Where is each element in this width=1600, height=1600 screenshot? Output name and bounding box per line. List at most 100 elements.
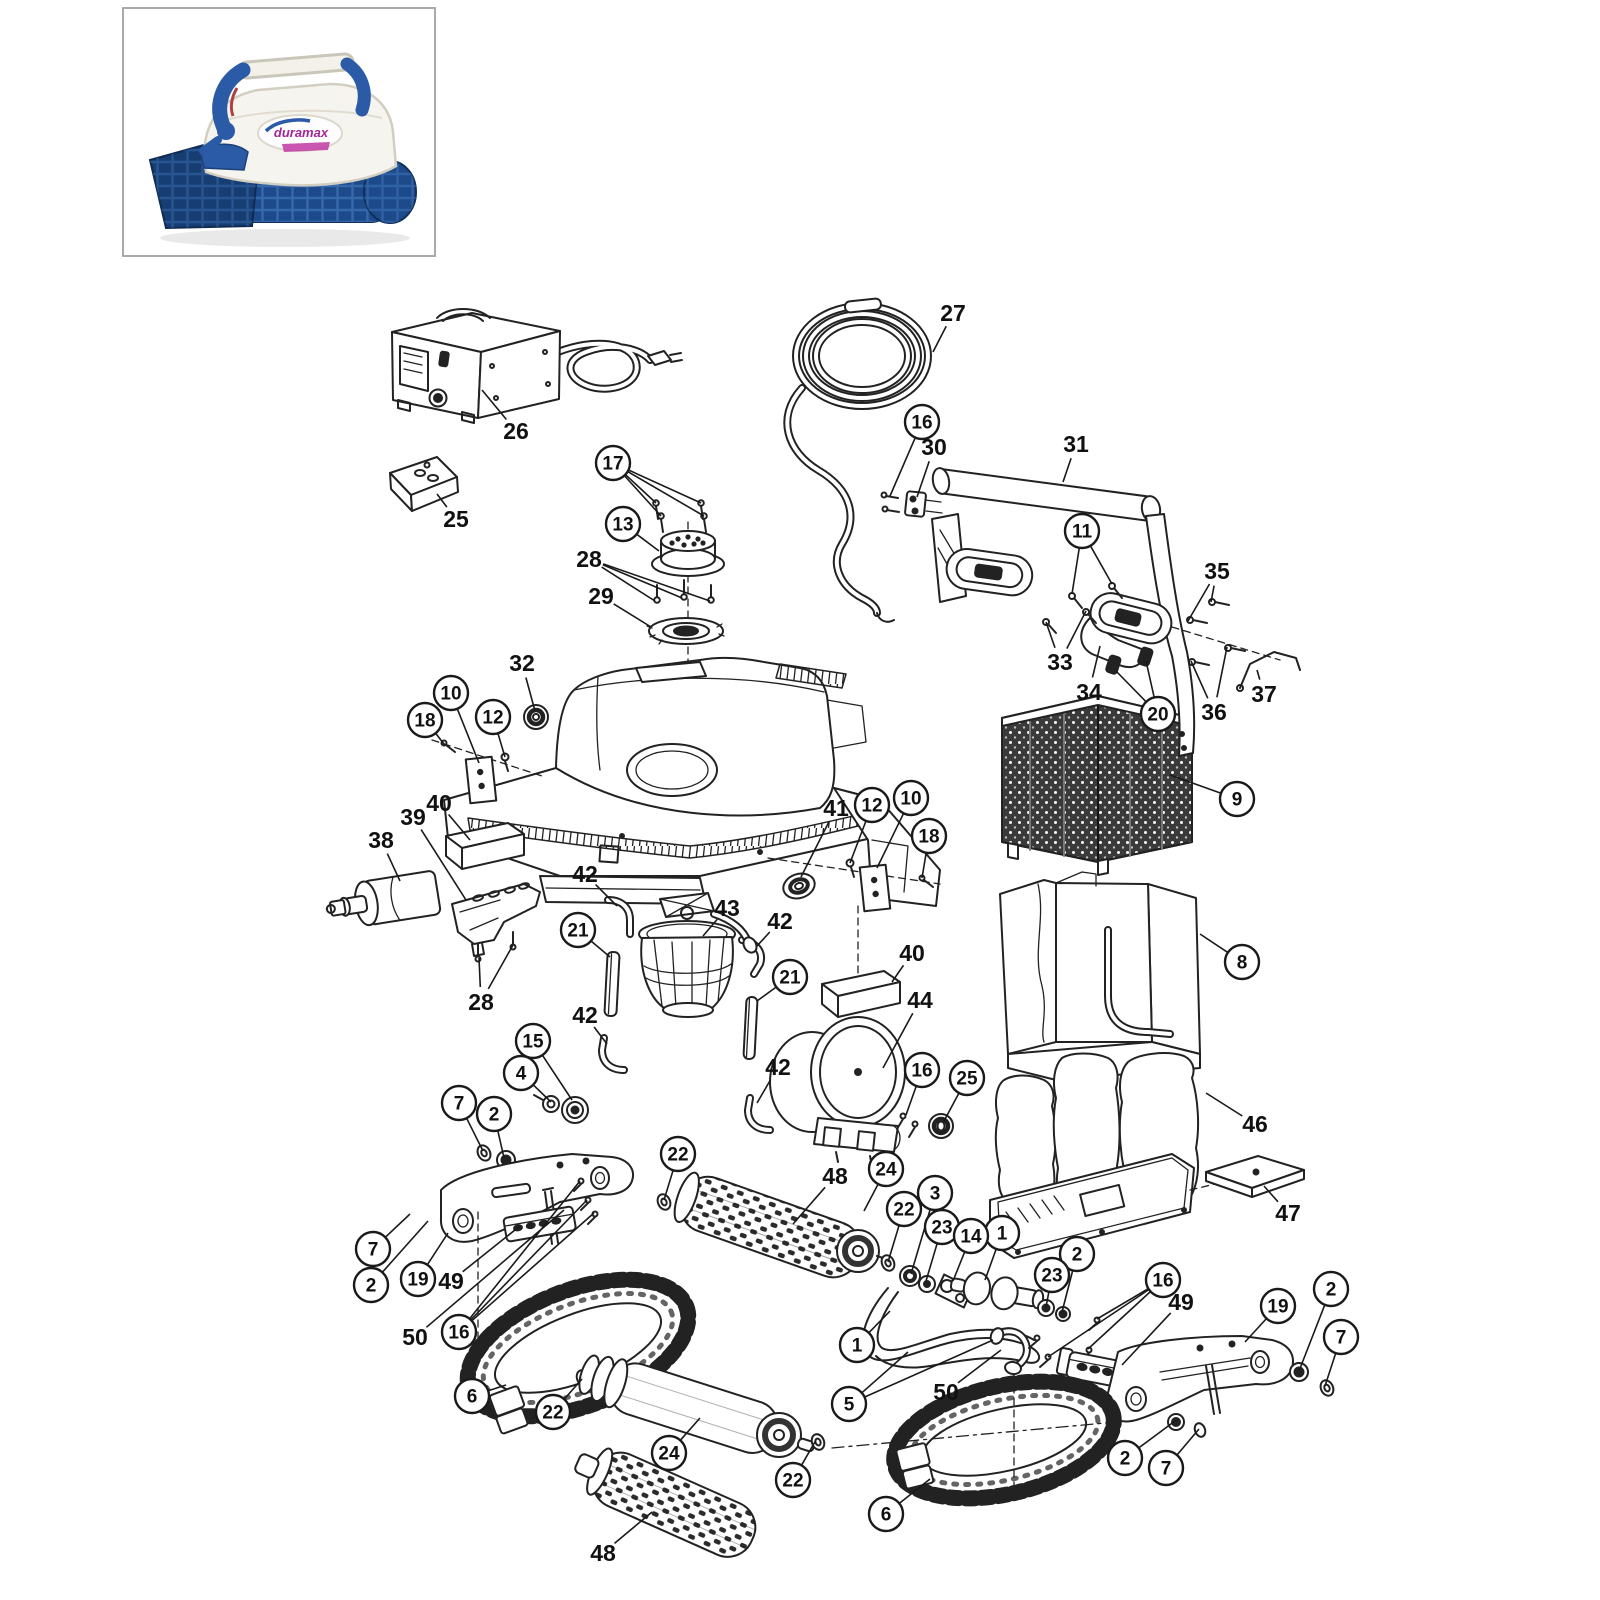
callout-balloon-24: 24 — [863, 1150, 905, 1212]
svg-text:37: 37 — [1251, 681, 1277, 707]
svg-text:27: 27 — [940, 300, 966, 326]
grommet-25 — [928, 1113, 954, 1139]
callout-balloon-22: 22 — [534, 1378, 583, 1431]
svg-text:16: 16 — [448, 1323, 469, 1344]
callout-balloon-10: 10 — [876, 779, 930, 869]
svg-text:2: 2 — [1072, 1245, 1083, 1266]
callout-label-43: 43 — [702, 895, 740, 937]
svg-text:25: 25 — [956, 1069, 978, 1090]
hoses-21 — [603, 950, 759, 1061]
callout-balloon-10: 10 — [432, 674, 480, 764]
bracket-screws-28-lower — [474, 931, 517, 963]
callout-label-47: 47 — [1263, 1185, 1301, 1226]
callout-balloon-2: 2 — [1106, 1420, 1176, 1477]
callout-balloon-6: 6 — [453, 1377, 507, 1415]
svg-text:7: 7 — [1336, 1328, 1347, 1349]
svg-text:20: 20 — [1147, 705, 1168, 726]
svg-text:26: 26 — [503, 418, 529, 444]
svg-text:30: 30 — [921, 434, 947, 460]
svg-text:12: 12 — [482, 708, 503, 729]
svg-text:2: 2 — [1120, 1449, 1131, 1470]
svg-text:7: 7 — [368, 1240, 379, 1261]
svg-text:40: 40 — [899, 940, 925, 966]
cap-screws-17 — [652, 499, 708, 533]
svg-text:38: 38 — [368, 827, 394, 853]
callout-label-42: 42 — [756, 908, 793, 947]
svg-text:1: 1 — [852, 1336, 863, 1357]
handle-accent — [229, 87, 239, 117]
callout-balloon-16: 16 — [440, 1180, 595, 1351]
svg-text:11: 11 — [1072, 522, 1093, 543]
svg-text:12: 12 — [861, 796, 882, 817]
callout-balloon-11: 11 — [1063, 512, 1113, 595]
power-supply-unit — [391, 308, 683, 424]
svg-text:29: 29 — [588, 583, 614, 609]
drive-motor-38 — [325, 870, 442, 927]
callout-balloon-17: 17 — [594, 444, 705, 517]
remote-control — [389, 456, 459, 512]
svg-text:42: 42 — [572, 861, 598, 887]
index-plate-right-10-12-18-41 — [767, 857, 941, 913]
callout-balloon-25: 25 — [943, 1059, 986, 1122]
pump-motor-44 — [769, 1016, 906, 1167]
svg-text:49: 49 — [438, 1268, 464, 1294]
svg-text:22: 22 — [782, 1471, 803, 1492]
callout-balloon-21: 21 — [756, 958, 809, 1002]
svg-text:32: 32 — [509, 650, 535, 676]
callout-balloon-15: 15 — [514, 1022, 573, 1101]
callout-label-32: 32 — [509, 650, 536, 712]
callout-balloon-16: 16 — [1047, 1261, 1182, 1358]
svg-text:9: 9 — [1232, 790, 1243, 811]
callout-balloon-2: 2 — [1058, 1235, 1096, 1313]
callout-balloon-12: 12 — [849, 786, 891, 864]
svg-text:24: 24 — [658, 1444, 680, 1465]
hose-elbow-50 — [989, 1327, 1031, 1376]
svg-text:47: 47 — [1275, 1200, 1301, 1226]
callout-balloon-18: 18 — [406, 701, 445, 745]
right-side-plate-19 — [1105, 1335, 1335, 1438]
svg-text:10: 10 — [900, 789, 921, 810]
svg-text:23: 23 — [931, 1218, 952, 1239]
callout-balloon-19: 19 — [1244, 1287, 1297, 1343]
callout-balloon-8: 8 — [1199, 933, 1261, 981]
svg-text:34: 34 — [1076, 679, 1102, 705]
svg-text:42: 42 — [765, 1054, 791, 1080]
callout-balloon-22: 22 — [659, 1135, 697, 1201]
callout-label-50: 50 — [933, 1349, 1002, 1405]
callout-balloon-22: 22 — [774, 1439, 817, 1499]
float-chamber-8 — [999, 871, 1201, 1081]
callout-label-26: 26 — [481, 389, 529, 444]
filter-screen-9 — [1001, 695, 1193, 876]
sponge-40-right — [821, 970, 901, 1018]
main-body-housing — [443, 656, 941, 907]
svg-text:48: 48 — [590, 1540, 616, 1566]
callout-balloon-19: 19 — [399, 1232, 449, 1298]
svg-text:19: 19 — [1267, 1297, 1288, 1318]
callout-label-40: 40 — [891, 940, 925, 983]
product-photo: duramax — [122, 7, 436, 257]
callout-balloon-13: 13 — [604, 505, 660, 552]
floating-cable-27 — [783, 297, 932, 623]
sponge-40-left — [445, 822, 525, 870]
callout-balloon-20: 20 — [1115, 660, 1177, 733]
svg-text:23: 23 — [1041, 1266, 1062, 1287]
svg-text:31: 31 — [1063, 431, 1089, 457]
callout-label-28: 28 — [576, 546, 711, 602]
robot-logo: duramax — [257, 114, 343, 152]
callout-label-39: 39 — [400, 804, 467, 901]
svg-text:42: 42 — [767, 908, 793, 934]
svg-text:36: 36 — [1201, 699, 1227, 725]
svg-text:40: 40 — [426, 790, 452, 816]
svg-text:24: 24 — [875, 1160, 897, 1181]
callout-label-49: 49 — [1121, 1289, 1194, 1366]
pump-screws-16 — [896, 1112, 919, 1138]
gasket-ring-29 — [646, 617, 725, 645]
handle-hardware-16-30 — [880, 490, 943, 518]
svg-text:2: 2 — [366, 1276, 377, 1297]
callout-balloon-3: 3 — [910, 1174, 954, 1275]
svg-text:22: 22 — [893, 1200, 914, 1221]
svg-text:2: 2 — [489, 1105, 500, 1126]
callout-label-35: 35 — [1187, 558, 1230, 622]
callout-label-48: 48 — [792, 1163, 848, 1225]
